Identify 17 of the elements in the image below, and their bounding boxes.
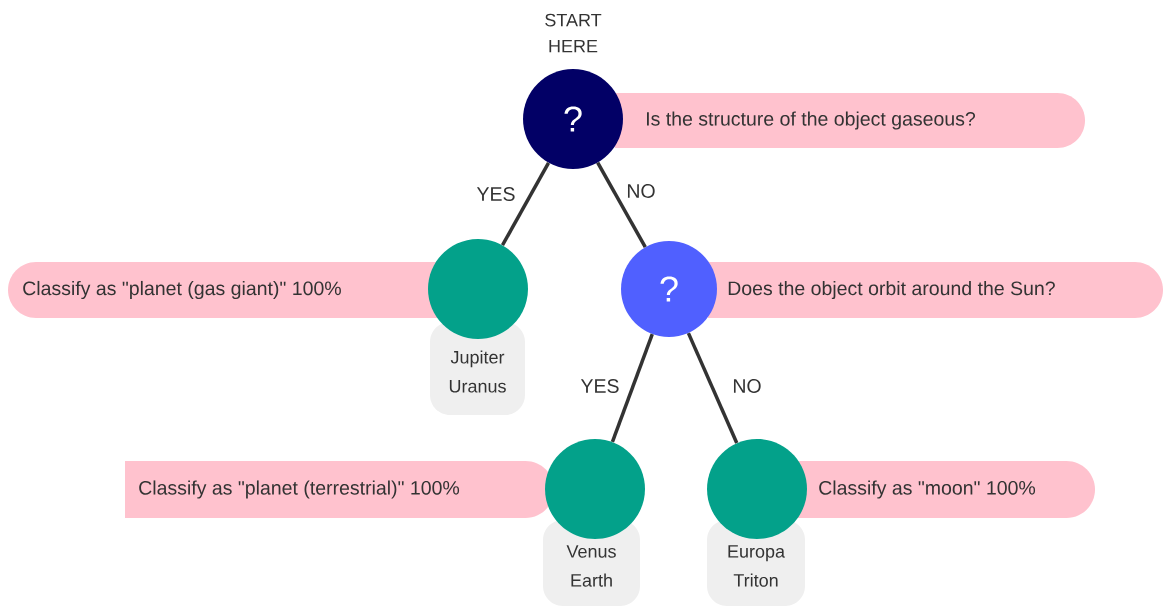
- answer-pill: Classify as "moon" 100%: [798, 461, 1095, 518]
- answer-pill: Classify as "planet (terrestrial)" 100%: [125, 461, 554, 518]
- answer-pill: Is the structure of the object gaseous?: [615, 93, 1085, 148]
- start-label: START HERE: [545, 13, 602, 53]
- leaf-circle: [707, 439, 807, 539]
- edge-label: YES: [476, 187, 515, 201]
- branch-line: [686, 332, 739, 444]
- edge-label: NO: [734, 379, 761, 393]
- answer-pill: Classify as "planet (gas giant)" 100%: [8, 262, 437, 318]
- edge-label: YES: [580, 379, 619, 393]
- edge-label: NO: [628, 184, 655, 198]
- branch-line: [596, 161, 647, 248]
- branch-line: [500, 161, 551, 247]
- answer-pill: Does the object orbit around the Sun?: [708, 262, 1163, 318]
- leaf-circle: [428, 239, 528, 339]
- leaf-circle: [545, 439, 645, 539]
- branch-line: [610, 333, 654, 443]
